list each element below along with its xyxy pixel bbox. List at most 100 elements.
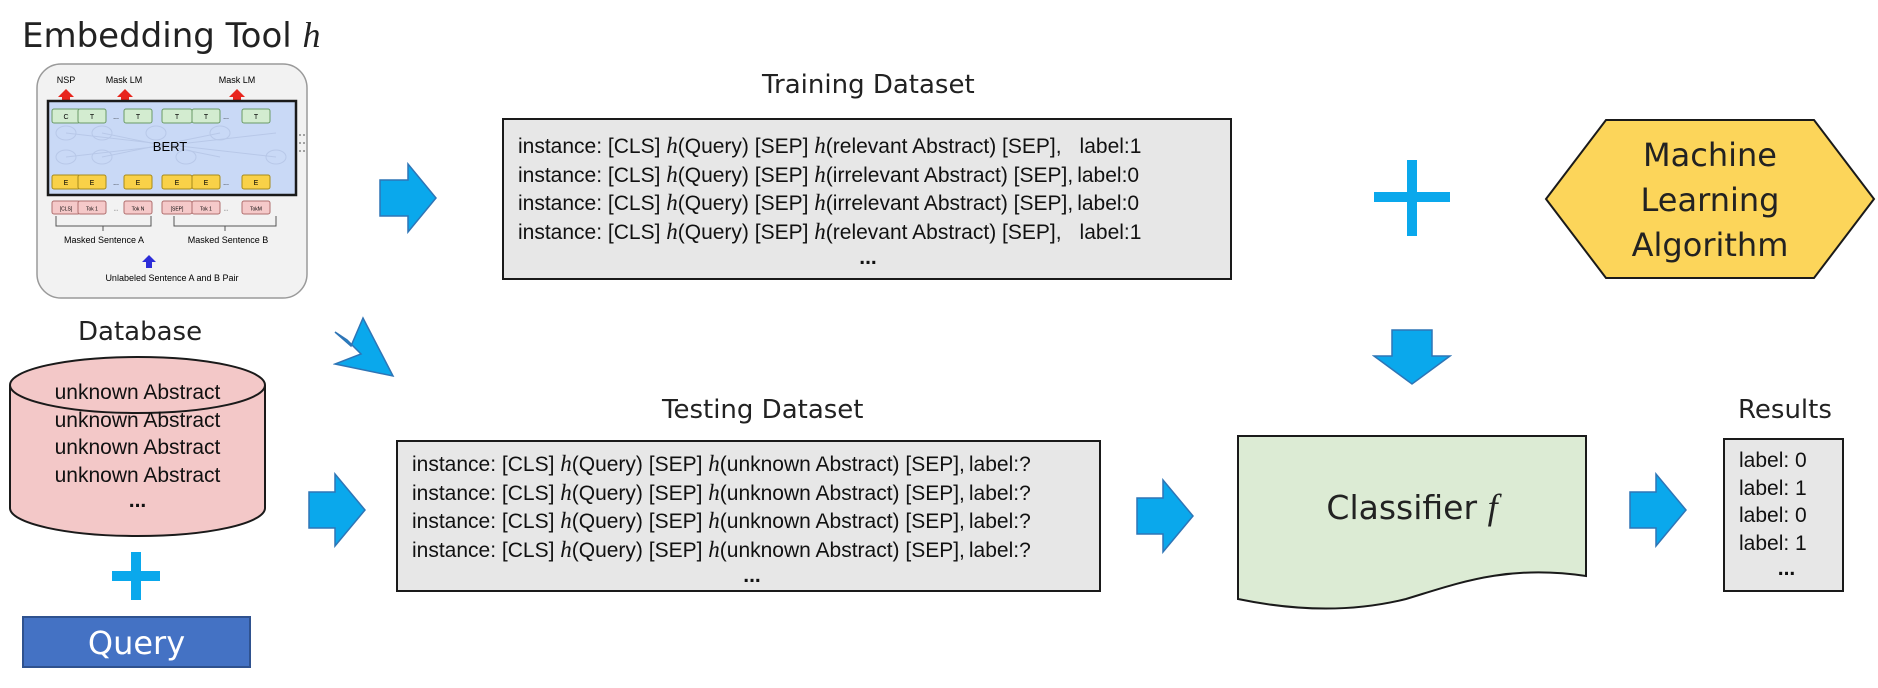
testing-ellipsis: ... [743, 564, 761, 587]
embedding-var: h [666, 161, 678, 187]
bert-input-token-box [241, 200, 271, 215]
bert-output-token-text: ... [113, 114, 119, 121]
row-prefix: instance: [CLS] [518, 135, 667, 158]
bert-output-token-box [77, 108, 107, 124]
training-dataset-box: instance: [CLS] h(Query) [SEP] h(relevan… [502, 118, 1232, 280]
bert-output-token-box [241, 108, 271, 124]
testing-row: instance: [CLS] h(Query) [SEP] h(unknown… [412, 450, 1099, 479]
training-row: instance: [CLS] h(Query) [SEP] h(relevan… [518, 218, 1230, 247]
bert-attention-lines [55, 125, 287, 165]
training-ellipsis: ... [859, 246, 877, 269]
bert-output-token-text: T [254, 114, 259, 121]
classifier-var: f [1487, 487, 1498, 527]
database-title: Database [78, 317, 203, 347]
bert-input-token-text: [SEP] [171, 207, 184, 213]
row-prefix: instance: [CLS] [412, 481, 561, 505]
bert-output-token-text: T [204, 114, 209, 121]
arrow-diagonal-icon [333, 316, 395, 378]
row-query: (Query) [SEP] [677, 163, 815, 187]
embedding-var: h [708, 536, 720, 562]
results-box: label: 0 label: 1 label: 0 label: 1 ... [1723, 438, 1844, 592]
result-item: label: 1 [1739, 476, 1807, 500]
bert-output-token-text: T [136, 114, 141, 121]
embedding-tool-title: Embedding Tool h [22, 14, 321, 56]
row-query: (Query) [SEP] [677, 192, 815, 215]
training-row: instance: [CLS] h(Query) [SEP] h(irrelev… [518, 189, 1230, 218]
embedding-var: h [666, 190, 678, 215]
row-abstract: (relevant Abstract) [SEP], [825, 220, 1062, 244]
row-label: label:? [968, 481, 1031, 505]
embedding-var: h [560, 508, 572, 533]
row-label: label:0 [1077, 163, 1140, 187]
bert-embedding-token-text: E [90, 180, 95, 187]
training-rows: instance: [CLS] h(Query) [SEP] h(relevan… [518, 132, 1230, 246]
bert-label-mask-lm-2: Mask LM [219, 75, 256, 85]
embedding-var: h [814, 218, 826, 244]
ml-algorithm-hexagon: Machine Learning Algorithm [1544, 118, 1876, 280]
row-abstract: (unknown Abstract) [SEP], [719, 510, 965, 533]
bert-embedding-token-text: E [175, 180, 180, 187]
bert-embedding-token-text: E [204, 180, 209, 187]
arrow-right-icon [308, 472, 366, 548]
bert-side-dots [299, 134, 305, 152]
row-prefix: instance: [CLS] [518, 220, 667, 244]
row-label: label:1 [1079, 220, 1142, 244]
bert-embedding-token-box [123, 174, 153, 190]
database-cylinder: unknown Abstract unknown Abstract unknow… [8, 355, 267, 540]
bert-input-token-text: TokM [250, 207, 262, 213]
row-label: label:? [968, 510, 1031, 533]
bert-embedding-token-text: E [136, 180, 141, 187]
row-prefix: instance: [CLS] [518, 163, 667, 187]
classifier-shape: Classifier f [1236, 434, 1588, 614]
bert-bottom-label: Unlabeled Sentence A and B Pair [105, 273, 238, 283]
embedding-var: h [666, 133, 678, 158]
bert-output-arrows [58, 89, 245, 101]
bert-embedding-token-box [77, 174, 107, 190]
row-prefix: instance: [CLS] [518, 192, 667, 215]
row-abstract: (relevant Abstract) [SEP], [825, 135, 1062, 158]
bert-output-token-text: T [90, 114, 95, 121]
embedding-var: h [708, 479, 720, 505]
row-query: (Query) [SEP] [571, 510, 709, 533]
testing-row: instance: [CLS] h(Query) [SEP] h(unknown… [412, 507, 1099, 536]
database-item: unknown Abstract [54, 436, 221, 459]
bert-sentence-b: Masked Sentence B [188, 235, 269, 245]
testing-rows: instance: [CLS] h(Query) [SEP] h(unknown… [412, 450, 1099, 564]
embedding-var: h [814, 133, 826, 158]
bert-output-token-box [191, 108, 221, 124]
embedding-var: h [708, 508, 720, 533]
result-item: label: 0 [1739, 449, 1807, 472]
row-prefix: instance: [CLS] [412, 538, 561, 562]
bert-output-token-text: ... [223, 114, 229, 121]
query-box: Query [22, 616, 251, 668]
bert-embedding-token-box [241, 174, 271, 190]
bert-input-token-text: [CLS] [60, 207, 73, 213]
bert-input-token-text: ... [114, 207, 118, 213]
ml-line: Algorithm [1631, 226, 1789, 264]
row-prefix: instance: [CLS] [412, 510, 561, 533]
training-row: instance: [CLS] h(Query) [SEP] h(irrelev… [518, 161, 1230, 190]
results-title: Results [1738, 395, 1832, 425]
embedding-tool-title-text: Embedding Tool [22, 16, 292, 56]
bert-output-token-text: T [175, 114, 180, 121]
ml-line: Learning [1640, 181, 1780, 219]
training-row: instance: [CLS] h(Query) [SEP] h(relevan… [518, 132, 1230, 161]
row-label: label:1 [1079, 135, 1142, 158]
embedding-var: h [814, 161, 826, 187]
bert-sentence-a: Masked Sentence A [64, 235, 144, 245]
bert-embedding-token-text: E [64, 180, 69, 187]
bert-input-tokens: [CLS]Tok 1...Tok N[SEP]Tok 1...TokM [51, 200, 271, 215]
bert-embedding-token-text: ... [113, 180, 119, 187]
bert-input-token-text: Tok 1 [200, 207, 212, 213]
bert-center-label: BERT [153, 139, 187, 154]
database-ellipsis: ... [128, 489, 147, 512]
bert-input-token-box [123, 200, 153, 215]
database-items: unknown Abstract unknown Abstract unknow… [8, 379, 267, 513]
classifier-label-text: Classifier [1326, 488, 1478, 527]
testing-dataset-title: Testing Dataset [662, 395, 864, 425]
database-item: unknown Abstract [54, 463, 221, 487]
classifier-label: Classifier f [1236, 486, 1588, 528]
result-item: label: 1 [1739, 531, 1807, 555]
embedding-var: h [560, 451, 572, 476]
